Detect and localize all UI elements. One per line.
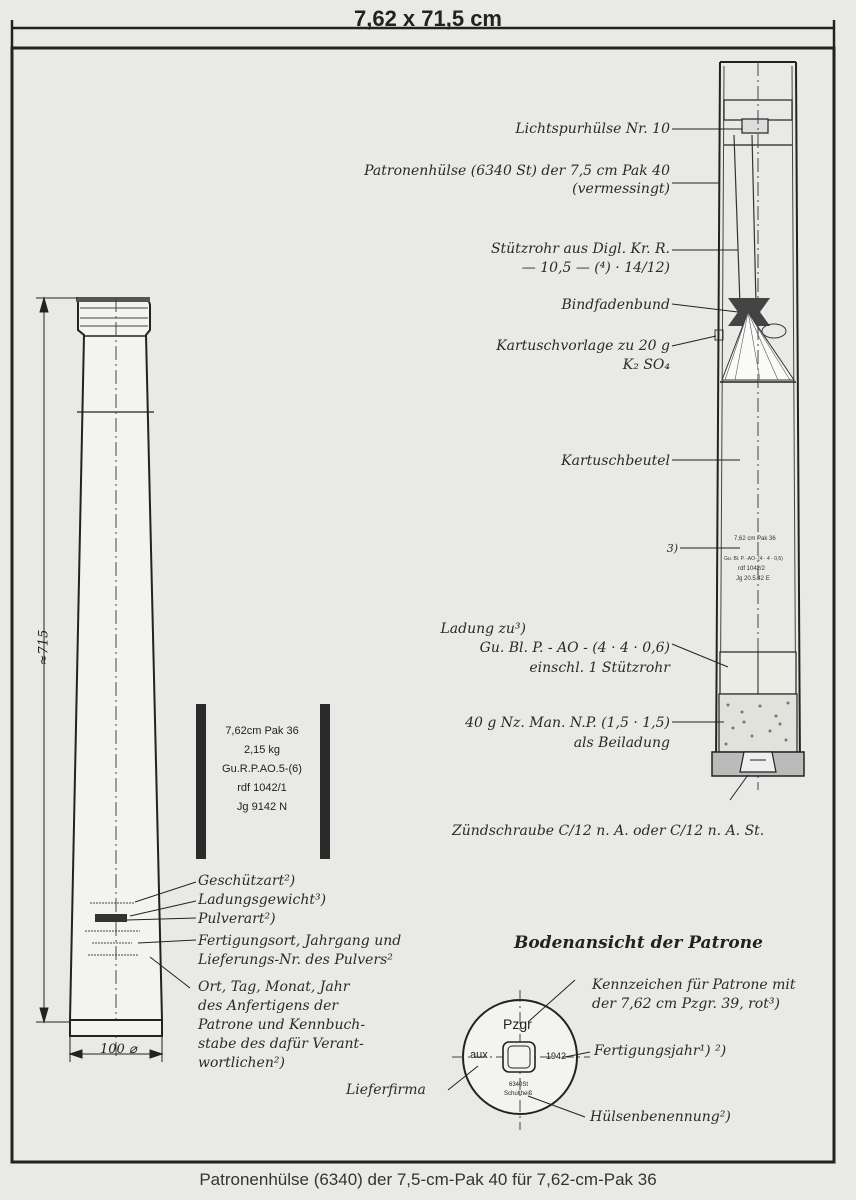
figure-caption: Patronenhülse (6340) der 7,5-cm-Pak 40 f… xyxy=(199,1170,657,1189)
label-wad-2: K₂ SO₄ xyxy=(622,357,670,373)
label-origin-1: Ort, Tag, Monat, Jahr xyxy=(198,979,350,995)
label-charge-weight: Ladungsgewicht³) xyxy=(198,892,327,908)
label-string-tie: Bindfadenbund xyxy=(561,297,671,313)
base-mark-pzgr: Pzgr xyxy=(503,1016,532,1032)
label-ref3: 3) xyxy=(666,542,678,555)
section-view-case xyxy=(711,61,805,790)
diameter-dimension-label: 100 ⌀ xyxy=(100,1042,137,1057)
label-origin-3: Patrone und Kennbuch- xyxy=(198,1017,366,1033)
drawing-frame xyxy=(10,46,836,1164)
plate-bar-right xyxy=(320,704,330,859)
bag-marking-4: Jg 20.5.42 E xyxy=(736,576,770,582)
label-charge-bag: Kartuschbeutel xyxy=(561,453,670,469)
powder-type-mark xyxy=(95,914,127,922)
label-charge-1: Ladung zu³) xyxy=(440,621,526,637)
length-dimension-label: ≈715 xyxy=(36,629,52,666)
base-leader-lines xyxy=(447,979,591,1118)
label-production-1: Fertigungsort, Jahrgang und xyxy=(198,933,402,949)
label-origin-4: stabe des dafür Verant- xyxy=(198,1036,364,1052)
label-origin-2: des Anfertigens der xyxy=(198,998,339,1014)
label-addcharge-2: als Beiladung xyxy=(573,735,670,751)
base-mark-case-1: 6340St xyxy=(509,1082,529,1088)
side-view-case xyxy=(68,297,164,1060)
label-production-2: Lieferungs-Nr. des Pulvers² xyxy=(198,952,393,968)
plate-line-gun: 7,62cm Pak 36 xyxy=(225,725,299,737)
label-marking-1: Kennzeichen für Patrone mit xyxy=(592,977,796,993)
left-leader-lines xyxy=(126,881,197,989)
label-charge-3: einschl. 1 Stützrohr xyxy=(529,660,670,676)
base-view-circle xyxy=(452,990,590,1130)
case-marking-plate: 7,62cm Pak 36 2,15 kg Gu.R.P.AO.5-(6) rd… xyxy=(206,722,318,854)
label-tracer: Lichtspurhülse Nr. 10 xyxy=(515,121,670,137)
plate-bar-left xyxy=(196,704,206,859)
tracer-element xyxy=(741,118,769,134)
string-tie xyxy=(728,298,770,326)
plate-line-lot: rdf 1042/1 xyxy=(237,782,287,794)
label-wad-1: Kartuschvorlage zu 20 g xyxy=(496,338,670,354)
base-mark-aux: aux xyxy=(470,1049,488,1061)
plate-line-powder: Gu.R.P.AO.5-(6) xyxy=(222,763,302,775)
label-case-designation: Hülsenbenennung²) xyxy=(590,1109,731,1125)
label-support-tube-1: Stützrohr aus Digl. Kr. R. xyxy=(490,241,670,257)
label-support-tube-2: — 10,5 — (⁴) · 14/12) xyxy=(521,260,670,276)
label-case-1: Patronenhülse (6340 St) der 7,5 cm Pak 4… xyxy=(364,163,670,179)
label-charge-2: Gu. Bl. P. - AO - (4 · 4 · 0,6) xyxy=(479,640,670,656)
label-case-2: (vermessingt) xyxy=(572,181,670,197)
length-dimension xyxy=(36,296,78,1024)
label-addcharge-1: 40 g Nz. Man. N.P. (1,5 · 1,5) xyxy=(465,715,670,731)
primer-face xyxy=(502,1041,536,1073)
label-powder-type: Pulverart²) xyxy=(198,911,276,927)
label-marking-2: der 7,62 cm Pzgr. 39, rot³) xyxy=(592,996,780,1012)
additional-charge xyxy=(718,693,798,753)
diameter-dimension xyxy=(68,1036,164,1062)
primer xyxy=(739,751,777,773)
base-mark-year: 1942 xyxy=(546,1051,567,1061)
bag-marking-2: Gu. Bl. P. -AO- (4 · 4 · 0,6) xyxy=(724,556,783,562)
plate-line-weight: 2,15 kg xyxy=(243,744,281,756)
label-gun-type: Geschützart²) xyxy=(198,873,296,889)
bag-marking-3: rdf 1042/2 xyxy=(738,566,766,572)
plate-line-date: Jg 9142 N xyxy=(236,801,288,813)
label-production-year: Fertigungsjahr¹) ²) xyxy=(594,1043,727,1059)
base-mark-case-2: Schultheiß xyxy=(504,1091,533,1097)
bag-marking-1: 7,62 cm Pak 36 xyxy=(734,536,776,542)
label-primer: Zündschraube C/12 n. A. oder C/12 n. A. … xyxy=(452,823,765,839)
right-leader-lines xyxy=(671,128,749,801)
base-view-heading: Bodenansicht der Patrone xyxy=(514,933,763,953)
label-supplier: Lieferfirma xyxy=(346,1082,426,1098)
label-origin-5: wortlichen²) xyxy=(198,1055,285,1071)
